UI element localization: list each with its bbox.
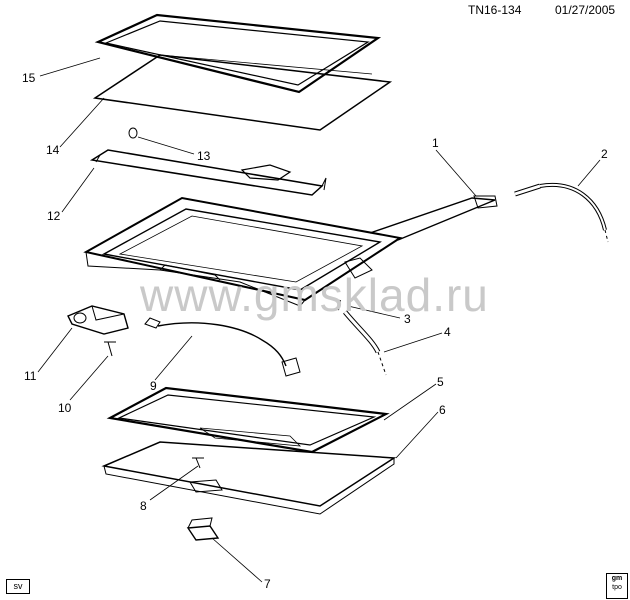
publisher-badge: gm tpo [606, 573, 628, 599]
drain-hose-front [337, 299, 387, 376]
callout-4: 4 [444, 325, 451, 339]
callout-6: 6 [439, 403, 446, 417]
sunroof-motor [67, 305, 129, 335]
glass-seal [94, 13, 382, 94]
glass-panel [92, 54, 393, 131]
callout-10: 10 [58, 401, 72, 415]
diagram-code: TN16-134 [468, 3, 522, 17]
callout-14: 14 [46, 143, 60, 157]
wiring-harness [144, 317, 301, 377]
sunshade-handle [186, 517, 220, 541]
callout-12: 12 [47, 209, 61, 223]
view-label: sv [6, 579, 30, 594]
leader-lines [37, 57, 601, 583]
callout-1: 1 [432, 136, 439, 150]
sunroof-frame [83, 195, 498, 307]
diagram-date: 01/27/2005 [555, 3, 616, 17]
callout-11: 11 [24, 369, 37, 383]
callout-5: 5 [437, 375, 444, 389]
callout-9: 9 [150, 379, 157, 393]
callout-13: 13 [197, 149, 211, 163]
wind-deflector [89, 149, 327, 196]
sunshade [101, 441, 397, 515]
callout-8: 8 [140, 499, 147, 513]
drain-hose-rear [514, 182, 609, 243]
watermark: www.gmsklad.ru [140, 269, 489, 321]
callout-3: 3 [404, 312, 411, 326]
badge-line-2: tpo [612, 584, 622, 591]
motor-screw [104, 341, 116, 357]
sunshade-screw [192, 457, 204, 469]
callout-15: 15 [22, 71, 36, 85]
callout-7: 7 [264, 577, 271, 591]
sunshade-seal [106, 386, 390, 454]
badge-line-1: gm [611, 575, 623, 582]
clip [128, 127, 138, 139]
callout-2: 2 [601, 147, 608, 161]
